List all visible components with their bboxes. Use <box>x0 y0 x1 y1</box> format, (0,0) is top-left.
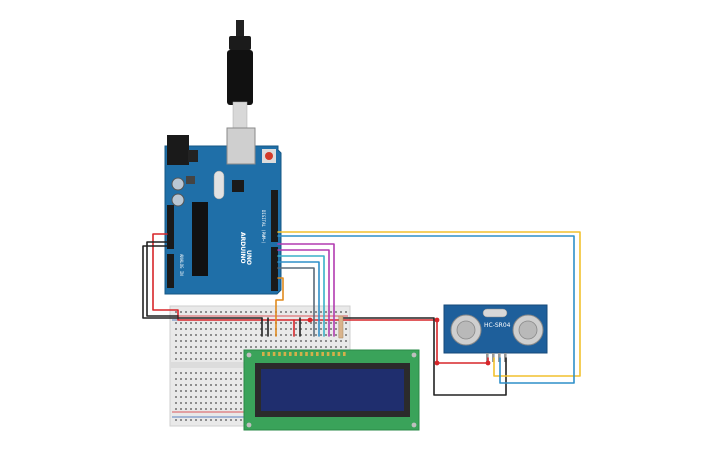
atmega-chip <box>192 202 208 276</box>
analog-header <box>167 254 174 288</box>
wire-lcd-orange <box>275 277 284 337</box>
wire-echo-blue <box>277 235 575 384</box>
power-jack <box>167 135 189 165</box>
sensor-label: HC-SR04 <box>484 322 511 329</box>
digital-header-low <box>271 247 278 291</box>
wire-gnd-black-2 <box>142 245 263 319</box>
resistor <box>338 315 344 339</box>
wire-trig-yellow <box>277 231 581 377</box>
arduino-uno-board: ARDUINO UNO DIGITAL (PWM~) ANALOG IN <box>164 127 282 295</box>
lcd-screen <box>261 369 404 411</box>
usb-cable <box>227 20 253 133</box>
digital-header-high <box>271 190 278 242</box>
wire-lcd-grey <box>277 267 315 337</box>
arduino-brand: ARDUINO <box>239 232 246 263</box>
wire-gnd-black <box>146 241 179 317</box>
wire-lcd-cyan-1 <box>277 255 325 337</box>
analog-header-label: ANALOG IN <box>179 254 184 276</box>
wires <box>142 231 581 396</box>
power-header <box>167 205 174 249</box>
wire-lcd-magenta-2 <box>277 249 330 337</box>
sensor-pins <box>486 353 507 362</box>
wire-lcd-cyan-2 <box>277 261 320 337</box>
digital-header-label: DIGITAL (PWM~) <box>261 210 266 244</box>
wire-lcd-magenta-1 <box>277 243 335 337</box>
usb-port <box>226 127 256 165</box>
arduino-model: UNO <box>245 250 252 265</box>
lcd-16x2 <box>243 349 420 431</box>
ultrasonic-sensor: HC-SR04 <box>443 304 548 362</box>
wire-5v-red <box>152 233 311 321</box>
lcd-pin-header <box>262 352 346 356</box>
